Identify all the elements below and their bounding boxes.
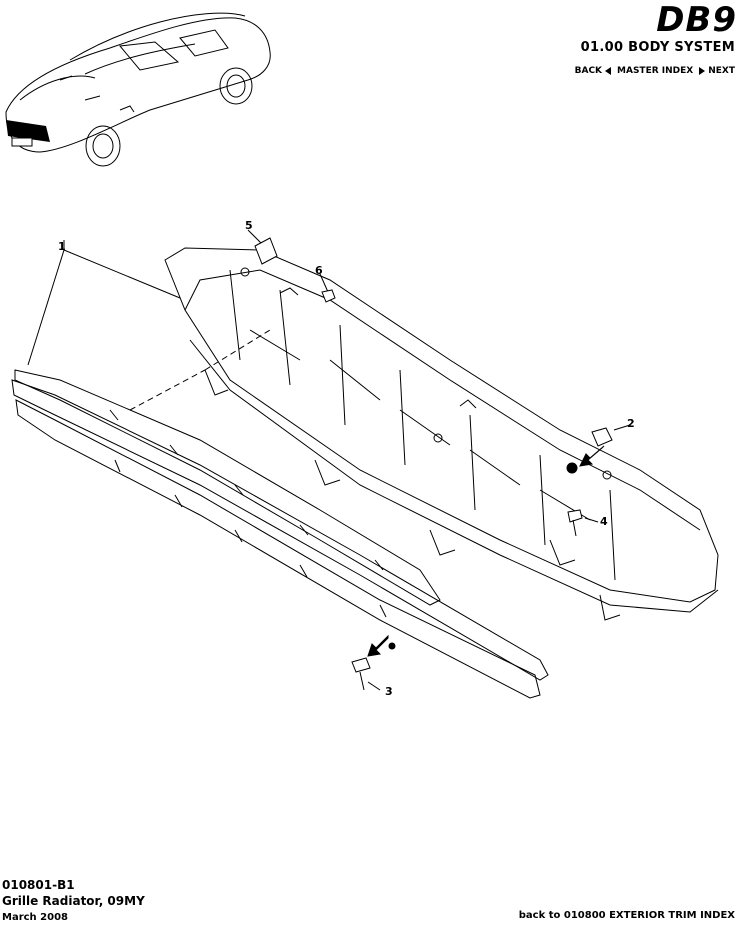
next-link[interactable]: NEXT bbox=[699, 66, 735, 76]
callout-4: 4 bbox=[600, 515, 608, 528]
back-label: BACK bbox=[574, 66, 603, 76]
callout-1: 1 bbox=[58, 240, 66, 253]
section-title: 01.00 BODY SYSTEM bbox=[580, 40, 735, 55]
screw-3 bbox=[351, 657, 371, 691]
nut-6 bbox=[321, 289, 336, 303]
master-index-label: MASTER INDEX bbox=[617, 66, 694, 76]
illustration-code: 010801-B1 bbox=[2, 878, 75, 892]
nav-bar: BACK MASTER INDEX NEXT bbox=[575, 66, 735, 76]
triangle-left-icon bbox=[605, 67, 612, 75]
callout-6: 6 bbox=[315, 264, 323, 277]
callout-2: 2 bbox=[627, 417, 635, 430]
back-to-index-link[interactable]: back to 010800 EXTERIOR TRIM INDEX bbox=[518, 910, 735, 921]
callout-3: 3 bbox=[385, 685, 393, 698]
db9-logo: DB9 bbox=[656, 0, 737, 40]
grille-exploded-diagram bbox=[11, 229, 719, 699]
screw-4 bbox=[567, 509, 583, 537]
triangle-right-icon bbox=[699, 67, 706, 75]
clip-nut-5 bbox=[254, 237, 278, 265]
grille-frame bbox=[164, 247, 719, 603]
nut-2 bbox=[591, 427, 613, 447]
car-locator-illustration bbox=[5, 12, 271, 167]
issue-date: March 2008 bbox=[2, 912, 68, 923]
grille-bar-2 bbox=[11, 379, 549, 681]
illustration-title: Grille Radiator, 09MY bbox=[2, 894, 145, 908]
back-link[interactable]: BACK bbox=[574, 66, 612, 76]
grille-bar-1 bbox=[14, 369, 441, 606]
callout-5: 5 bbox=[245, 219, 253, 232]
next-label: NEXT bbox=[708, 66, 735, 76]
master-index-link[interactable]: MASTER INDEX bbox=[617, 66, 693, 76]
grille-bar-3 bbox=[15, 399, 541, 699]
